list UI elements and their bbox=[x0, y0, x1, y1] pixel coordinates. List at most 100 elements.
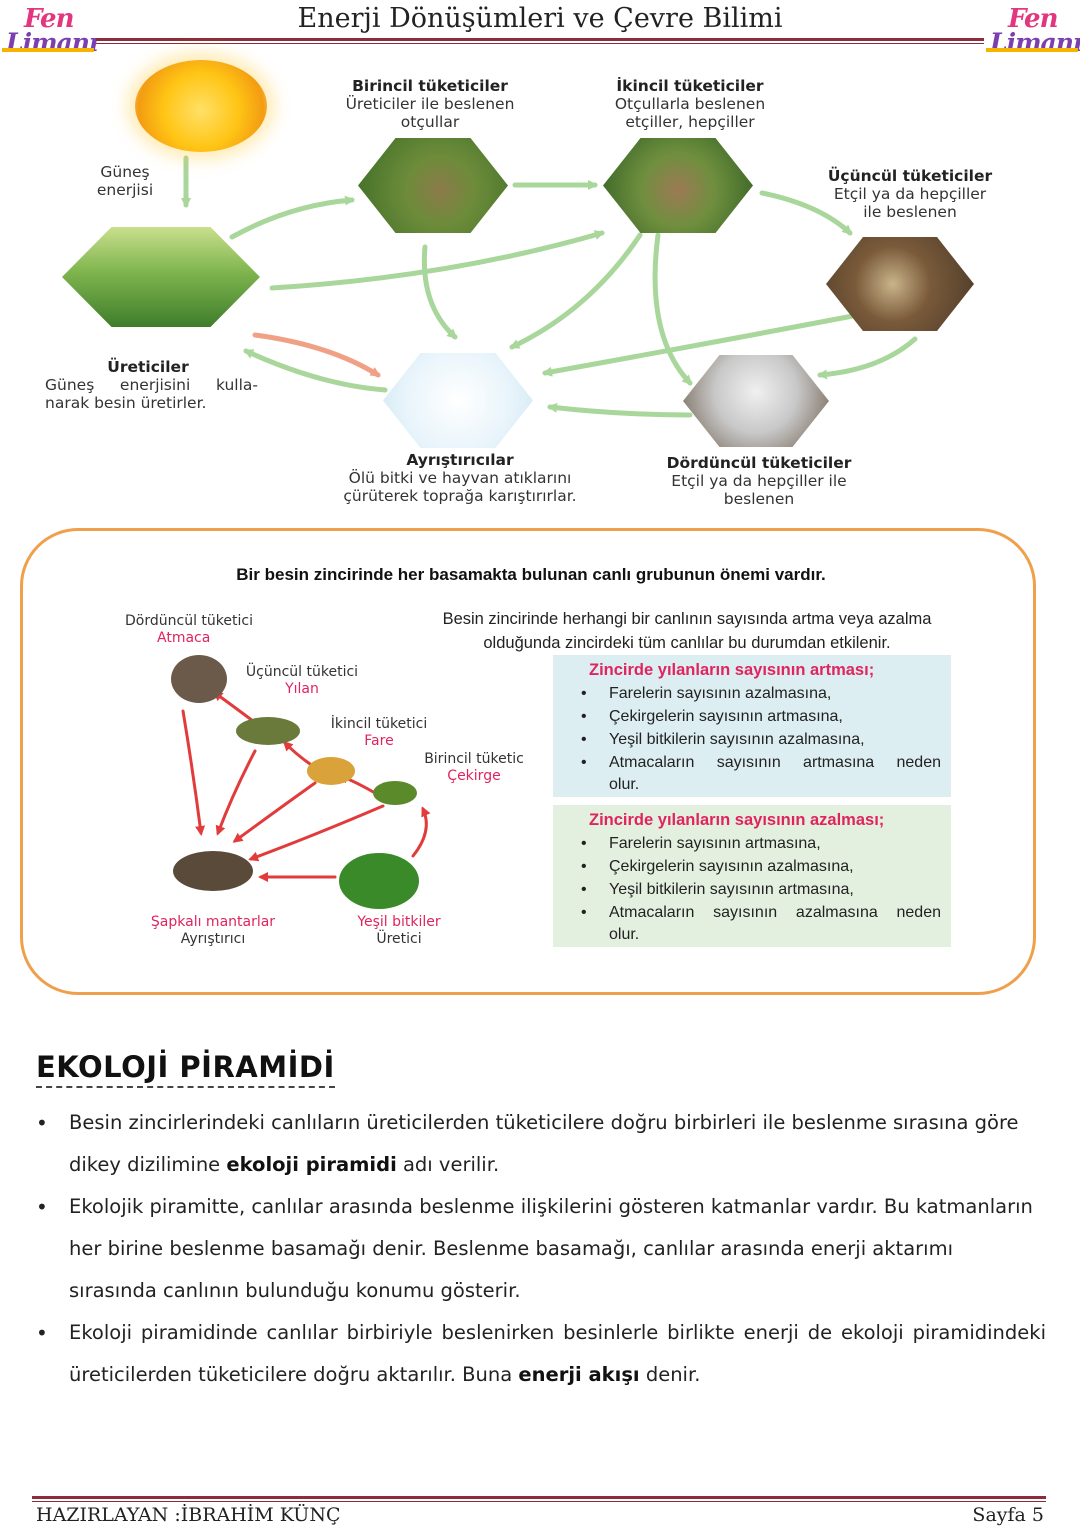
tertiary-consumer-label: Üçüncül tüketiciler Etçil ya da hepçille… bbox=[800, 167, 1020, 221]
arrow-tertiary-decomposers bbox=[542, 312, 861, 377]
mushroom-name: Şapkalı mantarlar bbox=[150, 914, 276, 930]
quaternary-title: Dördüncül tüketiciler bbox=[666, 454, 852, 472]
mouse-role: İkincil tüketici bbox=[330, 716, 428, 732]
tertiary-desc: Etçil ya da hepçiller bbox=[833, 185, 987, 203]
grasshopper-image bbox=[373, 781, 417, 805]
intro-line: olduğunda zincirdeki tüm canlılar bu dur… bbox=[483, 634, 891, 652]
decomposers-desc: Ölü bitki ve hayvan atıklarını bbox=[348, 469, 572, 487]
plants-role: Üretici bbox=[376, 931, 422, 947]
mushroom-role: Ayrıştırıcı bbox=[180, 931, 246, 947]
snake-label: Üçüncül tüketici Yılan bbox=[237, 664, 367, 698]
bullet-bold: ekoloji piramidi bbox=[226, 1153, 397, 1176]
list-item: Çekirgelerin sayısının azalmasına, bbox=[581, 855, 941, 878]
increase-heading: Zincirde yılanların sayısının artması; bbox=[589, 661, 875, 679]
list-tail: olur. bbox=[609, 926, 640, 943]
secondary-consumer-label: İkincil tüketiciler Otçullarla beslenen … bbox=[580, 77, 800, 131]
logo-text-bottom: Limanı bbox=[990, 28, 1080, 57]
footer-rule bbox=[32, 1496, 1046, 1502]
food-chain-box: Bir besin zincirinde her basamakta bulun… bbox=[20, 528, 1036, 995]
primary-desc: Üreticiler ile beslenen bbox=[345, 95, 515, 113]
bullet-item: Besin zincirlerindeki canlıların üretici… bbox=[32, 1102, 1046, 1186]
arrow-tertiary-quaternary bbox=[817, 336, 918, 380]
logo-stripe bbox=[2, 48, 94, 52]
tertiary-consumer-image bbox=[826, 237, 974, 331]
mushroom-image bbox=[173, 851, 253, 891]
decrease-panel: Zincirde yılanların sayısının azalması; … bbox=[553, 805, 951, 947]
decomposers-title: Ayrıştırıcılar bbox=[406, 451, 514, 469]
section-title: EKOLOJİ PİRAMİDİ bbox=[36, 1050, 335, 1088]
arrow-mouse-mushroom bbox=[232, 781, 317, 843]
arrow-producers-primary bbox=[229, 195, 355, 240]
decomposers-label: Ayrıştırıcılar Ölü bitki ve hayvan atıkl… bbox=[318, 451, 602, 505]
secondary-desc: Otçullarla beslenen bbox=[614, 95, 766, 113]
arrow-quaternary-decomposers bbox=[547, 402, 693, 418]
arrow-hawk-mushroom bbox=[181, 709, 206, 836]
snake-name: Yılan bbox=[285, 681, 319, 697]
logo-right: Fen Limanı bbox=[986, 4, 1080, 57]
logo-left: Fen Limanı bbox=[2, 4, 98, 57]
grasshopper-label: Birincil tüketic Çekirge bbox=[419, 751, 529, 785]
sun-label-line: enerjisi bbox=[96, 181, 154, 199]
producers-label: Üreticiler Güneş enerjisini kulla- narak… bbox=[38, 358, 258, 412]
arrow-secondary-decomposers bbox=[509, 232, 643, 350]
primary-consumer-label: Birincil tüketiciler Üreticiler ile besl… bbox=[320, 77, 540, 131]
increase-panel: Zincirde yılanların sayısının artması; F… bbox=[553, 655, 951, 797]
bullet-item: Ekoloji piramidinde canlılar birbiriyle … bbox=[32, 1312, 1046, 1396]
arrow-mouse-snake bbox=[282, 740, 315, 768]
logo-stripe bbox=[986, 48, 1078, 52]
decrease-heading: Zincirde yılanların sayısının azalması; bbox=[589, 811, 885, 829]
quaternary-desc: Etçil ya da hepçiller ile bbox=[671, 472, 847, 490]
bullet-text: adı verilir. bbox=[396, 1153, 500, 1176]
mouse-label: İkincil tüketici Fare bbox=[323, 716, 435, 750]
producers-desc: narak besin üretirler. bbox=[45, 394, 207, 412]
bullet-list: Besin zincirlerindeki canlıların üretici… bbox=[32, 1102, 1046, 1396]
logo-text-bottom: Limanı bbox=[6, 28, 98, 57]
box-intro: Besin zincirinde herhangi bir canlının s… bbox=[397, 607, 977, 655]
snake-image bbox=[236, 717, 300, 745]
sun-label-line: Güneş bbox=[100, 163, 150, 181]
quaternary-consumer-label: Dördüncül tüketiciler Etçil ya da hepçil… bbox=[648, 454, 870, 508]
decomposers-desc: çürüterek toprağa karıştırırlar. bbox=[343, 487, 577, 505]
list-item: Yeşil bitkilerin sayısının artmasına, bbox=[581, 878, 941, 901]
arrow-secondary-tertiary bbox=[759, 190, 853, 236]
bullet-text: denir. bbox=[639, 1363, 701, 1386]
list-item: Atmacaların sayısının azalmasına neden bbox=[581, 901, 941, 924]
logo-text-top: Fen bbox=[1008, 4, 1058, 34]
hawk-image bbox=[171, 655, 227, 703]
tertiary-title: Üçüncül tüketiciler bbox=[827, 167, 993, 185]
list-item: Atmacaların sayısının artmasına neden bbox=[581, 751, 941, 774]
logo-text-top: Fen bbox=[24, 4, 74, 34]
food-web-arrows bbox=[181, 155, 918, 418]
grasshopper-role: Birincil tüketic bbox=[424, 751, 524, 767]
footer-page-number: Sayfa 5 bbox=[972, 1504, 1044, 1526]
list-item: Farelerin sayısının azalmasına, bbox=[581, 682, 941, 705]
bullet-text: Besin zincirlerindeki canlıların üretici… bbox=[69, 1111, 1019, 1176]
list-item: Farelerin sayısının artmasına, bbox=[581, 832, 941, 855]
plants-name: Yeşil bitkiler bbox=[357, 914, 441, 930]
list-tail: olur. bbox=[609, 776, 640, 793]
arrow-snake-mushroom bbox=[215, 749, 257, 836]
intro-line: Besin zincirinde herhangi bir canlının s… bbox=[442, 610, 932, 628]
bullet-item: Ekolojik piramitte, canlılar arasında be… bbox=[32, 1186, 1046, 1312]
header-title: Enerji Dönüşümleri ve Çevre Bilimi bbox=[297, 3, 783, 34]
arrow-producers-decomposers bbox=[252, 332, 381, 378]
mouse-image bbox=[307, 757, 355, 785]
box-title: Bir besin zincirinde her basamakta bulun… bbox=[236, 565, 826, 584]
mouse-name: Fare bbox=[364, 733, 394, 749]
hawk-role: Dördüncül tüketici bbox=[125, 613, 253, 629]
bullet-text: Ekolojik piramitte, canlılar arasında be… bbox=[69, 1195, 1033, 1302]
hawk-name: Atmaca bbox=[157, 630, 211, 646]
sun-energy-label: Güneş enerjisi bbox=[82, 163, 168, 199]
tertiary-desc: ile beslenen bbox=[863, 203, 957, 221]
primary-desc: otçullar bbox=[400, 113, 460, 131]
bullet-text: Ekoloji piramidinde canlılar birbiriyle … bbox=[69, 1321, 1046, 1386]
bullet-bold: enerji akışı bbox=[518, 1363, 640, 1386]
list-item: Yeşil bitkilerin sayısının azalmasına, bbox=[581, 728, 941, 751]
primary-title: Birincil tüketiciler bbox=[352, 77, 508, 95]
sun-image bbox=[135, 60, 267, 152]
list-item: Çekirgelerin sayısının artmasına, bbox=[581, 705, 941, 728]
plants-image bbox=[339, 853, 419, 909]
producers-title: Üreticiler bbox=[107, 358, 189, 376]
plants-label: Yeşil bitkiler Üretici bbox=[335, 914, 463, 948]
decomposers-image bbox=[383, 353, 533, 448]
